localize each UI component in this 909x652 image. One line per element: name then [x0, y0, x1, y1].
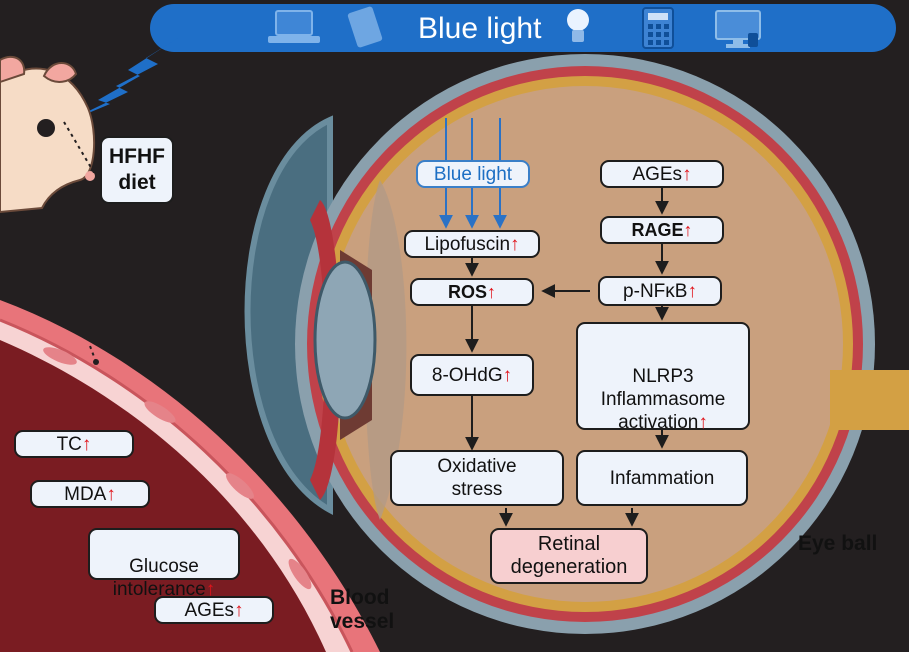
increase-arrow-icon: ↑ — [487, 281, 496, 302]
desktop-monitor-icon — [715, 10, 761, 48]
lightning-icon — [62, 38, 178, 124]
increase-arrow-icon: ↑ — [687, 280, 697, 302]
calculator-icon — [642, 7, 674, 49]
blue-light-box: Blue light — [416, 160, 530, 188]
inflammation-box: Infammation — [576, 450, 748, 506]
increase-arrow-icon: ↑ — [502, 364, 513, 386]
increase-arrow-icon: ↑ — [81, 433, 92, 455]
glucose-intolerance-box: Glucose intolerance↑ — [88, 528, 240, 600]
nfkb-box: p-NFκB↑ — [598, 276, 722, 306]
increase-arrow-icon: ↑ — [682, 163, 692, 185]
nlrp3-box: NLRP3 Inflammasome activation↑ — [576, 322, 750, 433]
retinal-degeneration-box: Retinal degeneration — [490, 528, 648, 584]
increase-arrow-icon: ↑ — [683, 219, 693, 240]
oxidative-stress-box: Oxidative stress — [390, 450, 564, 506]
light-bulb-icon — [567, 9, 589, 42]
laptop-icon — [268, 10, 320, 43]
increase-arrow-icon: ↑ — [698, 412, 708, 433]
tablet-icon — [347, 6, 383, 48]
rage-box: RAGE↑ — [600, 216, 724, 244]
banner-title: Blue light — [418, 12, 542, 45]
mouse-head-icon — [0, 55, 97, 214]
ros-box: ROS↑ — [410, 278, 534, 306]
tc-box: TC↑ — [14, 430, 134, 458]
mda-box: MDA↑ — [30, 480, 150, 508]
pathway-arrows — [465, 188, 669, 527]
eye-ages-box: AGEs↑ — [600, 160, 724, 188]
eye-ball-label: Eye ball — [798, 532, 878, 555]
ohdg-box: 8-OHdG↑ — [410, 354, 534, 396]
hfhf-diet-box: HFHF diet — [100, 136, 174, 204]
increase-arrow-icon: ↑ — [510, 233, 520, 255]
blue-light-banner — [150, 4, 896, 52]
increase-arrow-icon: ↑ — [234, 599, 244, 621]
blood-vessel-label: Blood vessel — [330, 586, 395, 633]
blood-ages-box: AGEs↑ — [154, 596, 274, 624]
increase-arrow-icon: ↑ — [205, 579, 216, 600]
increase-arrow-icon: ↑ — [106, 483, 116, 505]
lipofuscin-box: Lipofuscin↑ — [404, 230, 540, 258]
